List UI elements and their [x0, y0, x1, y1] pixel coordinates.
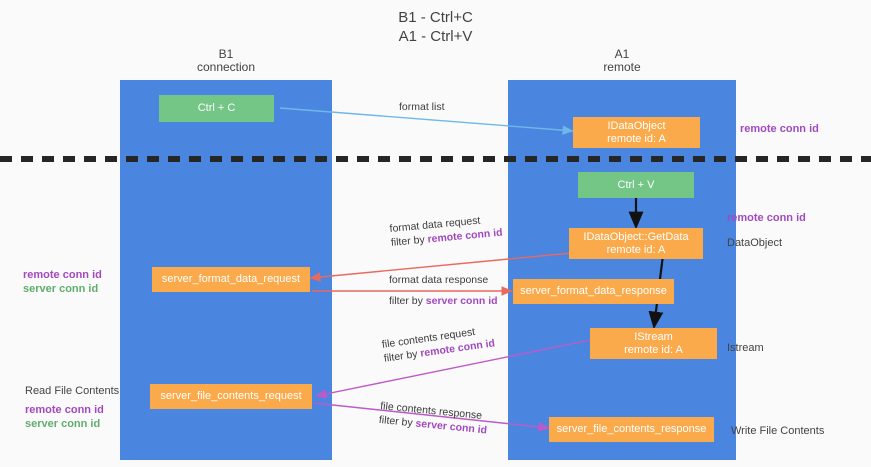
- node-ctrl-c[interactable]: Ctrl + C: [159, 95, 274, 122]
- annotation-server-conn-id-left: server conn id: [23, 283, 99, 295]
- node-ctrl-v[interactable]: Ctrl + V: [578, 172, 694, 198]
- annotation-write-file-contents: Write File Contents: [731, 425, 825, 437]
- node-server-file-contents-request[interactable]: server_file_contents_request: [150, 384, 312, 409]
- left-lane-title: B1 connection: [196, 47, 256, 74]
- node-idataobject[interactable]: IDataObject remote id: A: [573, 117, 700, 148]
- edge-label-format-list: format list: [399, 101, 445, 113]
- node-server-format-data-request[interactable]: server_format_data_request: [152, 267, 310, 292]
- edge-label-format-data-response: format data response filter by server co…: [389, 273, 498, 308]
- annotation-remote-conn-id-left: remote conn id: [23, 269, 102, 281]
- edge-label-line1: format data response: [389, 274, 489, 286]
- node-getdata[interactable]: IDataObject::GetData remote id: A: [569, 228, 703, 259]
- annotation-remote-conn-id-top-right: remote conn id: [740, 123, 819, 135]
- edge-label-line2: filter by server conn id: [389, 295, 498, 307]
- edge-format-list: [279, 107, 574, 135]
- edge-format-data-request: [309, 252, 573, 282]
- separator-dashed-line: [0, 156, 871, 162]
- node-server-format-data-response[interactable]: server_format_data_response: [513, 279, 674, 304]
- node-server-file-contents-response[interactable]: server_file_contents_response: [549, 417, 714, 442]
- page-title: B1 - Ctrl+C A1 - Ctrl+V: [398, 9, 473, 45]
- annotation-dataobject: DataObject: [727, 237, 783, 249]
- annotation-remote-conn-id-bottom-left: remote conn id: [25, 404, 104, 416]
- edge-file-contents-response: [313, 402, 550, 432]
- edge-file-contents-request: [315, 339, 591, 399]
- node-istream[interactable]: IStream remote id: A: [590, 328, 717, 359]
- annotation-read-file-contents: Read File Contents: [25, 385, 120, 397]
- annotation-remote-conn-id-mid-right: remote conn id: [727, 212, 806, 224]
- right-lane-title: A1 remote: [603, 47, 641, 74]
- annotation-istream: Istream: [727, 342, 764, 354]
- annotation-server-conn-id-bottom-left: server conn id: [25, 418, 101, 430]
